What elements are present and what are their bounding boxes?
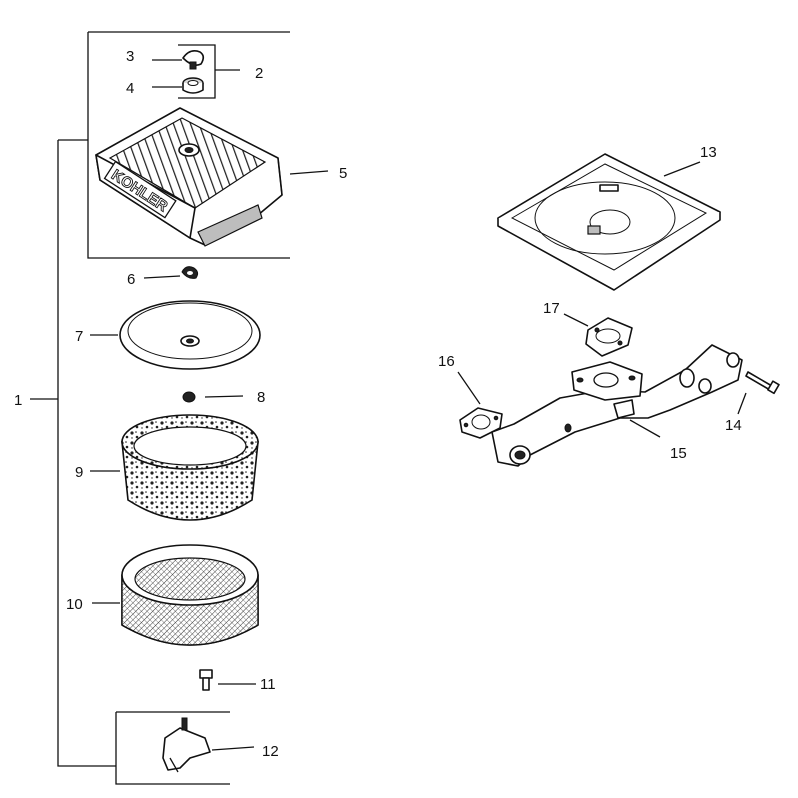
precleaner-part-9 xyxy=(90,414,259,521)
callout-14: 14 xyxy=(725,417,742,434)
part-2-bracket xyxy=(178,44,240,99)
callout-9: 9 xyxy=(75,464,83,481)
bolt-part-11 xyxy=(199,669,256,691)
callout-4: 4 xyxy=(126,80,134,97)
callout-13: 13 xyxy=(700,144,717,161)
callout-3: 3 xyxy=(126,48,134,65)
callout-11: 11 xyxy=(260,676,276,693)
seal-part-4 xyxy=(152,77,204,94)
base-plate-part-13 xyxy=(497,153,721,291)
callout-10: 10 xyxy=(66,596,83,613)
wing-nut-part-6 xyxy=(143,266,199,279)
callout-5: 5 xyxy=(339,165,347,182)
callout-15: 15 xyxy=(670,445,687,462)
element-cover-part-7 xyxy=(90,300,261,370)
callout-17: 17 xyxy=(543,300,560,317)
screw-part-14 xyxy=(737,371,780,415)
callout-7: 7 xyxy=(75,328,83,345)
element-part-10 xyxy=(92,544,259,646)
cover-part-5: KOHLER xyxy=(95,107,329,247)
callout-1: 1 xyxy=(14,392,22,409)
wing-nut-part-3 xyxy=(152,50,205,70)
bracket-part-12 xyxy=(162,717,255,773)
assembly-bracket xyxy=(30,31,290,785)
gasket-part-17 xyxy=(563,313,633,357)
manifold-part-15 xyxy=(491,344,743,467)
callout-labels: 1 2 3 4 5 6 7 8 9 10 11 12 13 14 15 16 1… xyxy=(14,48,742,760)
callout-8: 8 xyxy=(257,389,265,406)
seal-part-8 xyxy=(182,391,244,403)
gasket-part-16 xyxy=(457,371,503,439)
callout-6: 6 xyxy=(127,271,135,288)
callout-12: 12 xyxy=(262,743,279,760)
callout-2: 2 xyxy=(255,65,263,82)
callout-16: 16 xyxy=(438,353,455,370)
